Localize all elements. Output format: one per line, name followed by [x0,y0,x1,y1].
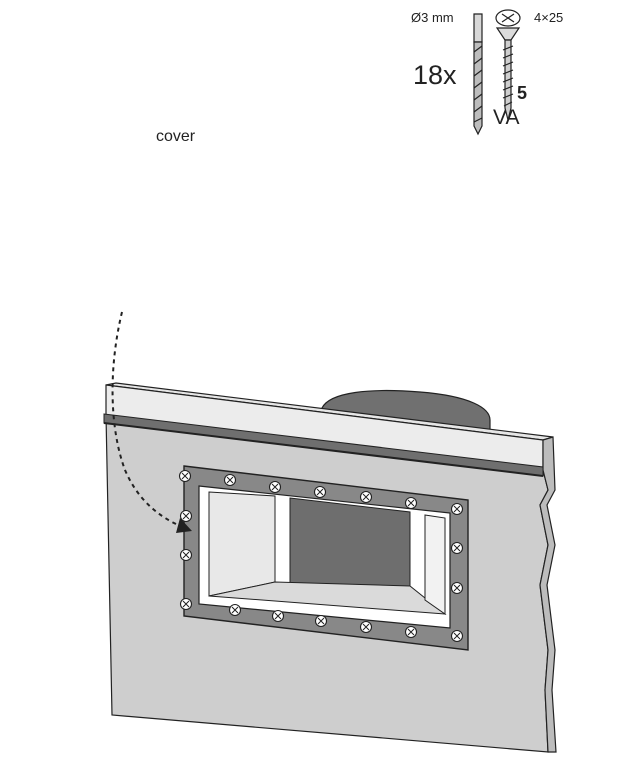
screw-head-icon [314,614,328,628]
material-label: VA [493,106,519,129]
drill-diameter-label: Ø3 mm [411,10,454,25]
screw-head-icon [179,597,193,611]
screw-head-icon [404,625,418,639]
screw-head-icon [179,509,193,523]
hardware-legend: Ø3 mm 4×25 18x 5 VA [411,9,563,136]
screw-head-icon [223,473,237,487]
screw-head-icon [179,548,193,562]
cover-label: cover [156,128,196,145]
drill-bit-icon [473,13,483,136]
quantity-label: 18x [413,60,457,90]
screw-head-icon [271,609,285,623]
screw-head-icon [359,620,373,634]
flange-screws [178,469,464,643]
screw-head-icon [404,496,418,510]
skimmer-flange [183,465,469,651]
screw-head-icon [313,485,327,499]
screw-head-icon [450,629,464,643]
screw-head-icon [178,469,192,483]
screw-icon [495,9,521,121]
screw-head-icon [450,541,464,555]
arrow-head-icon [176,518,192,533]
cover-placement-arrow [111,311,192,533]
screw-head-icon [450,502,464,516]
screw-head-icon [359,490,373,504]
screw-head-icon [228,603,242,617]
screw-head-icon [268,480,282,494]
screw-size-label: 4×25 [534,10,563,25]
drill-size-number: 5 [517,83,527,103]
screw-head-icon [450,581,464,595]
